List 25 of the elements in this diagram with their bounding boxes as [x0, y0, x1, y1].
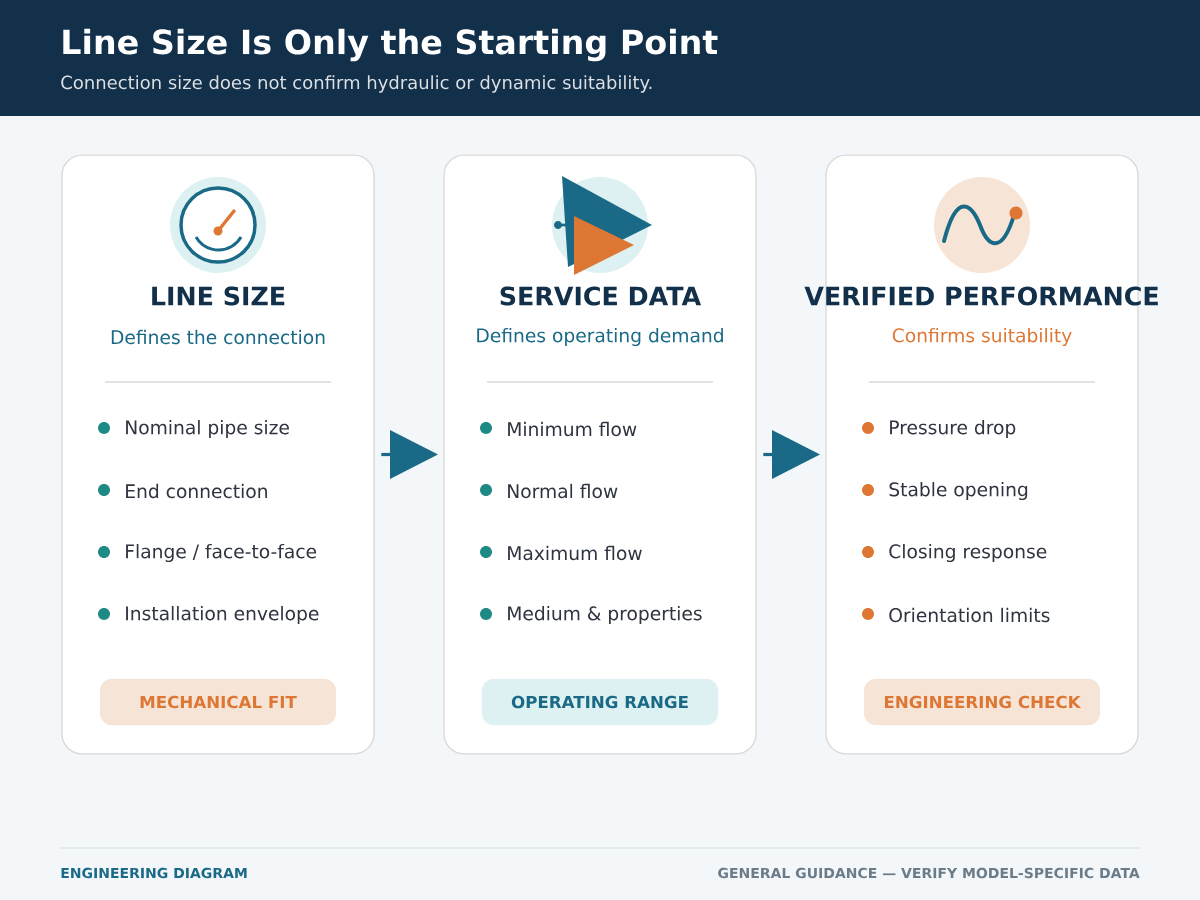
card-subheading: Defines the connection: [111, 329, 325, 345]
list-item: Maximum flow: [508, 545, 642, 561]
list-item: Installation envelope: [126, 606, 319, 625]
tag-badge: MECHANICAL FIT: [100, 678, 336, 726]
card-heading: SERVICE DATA: [500, 286, 702, 306]
tag-badge: ENGINEERING CHECK: [864, 678, 1100, 726]
card-subheading: Confirms suitability: [892, 328, 1072, 347]
footer-text: ENGINEERING DIAGRAM: [61, 867, 247, 879]
footer-text: GENERAL GUIDANCE — VERIFY MODEL-SPECIFIC DATA: [718, 867, 1140, 879]
title: Line Size Is Only the Starting Point: [63, 28, 718, 62]
list-item: Minimum flow: [508, 421, 637, 437]
card-heading: LINE SIZE: [152, 286, 285, 306]
list-item: Normal flow: [508, 483, 618, 499]
list-item: Medium & properties: [508, 606, 702, 625]
list-item: Pressure drop: [890, 420, 1016, 439]
list-item: Flange / face-to-face: [126, 544, 317, 563]
list-item: Stable opening: [889, 482, 1028, 501]
list-item: Nominal pipe size: [126, 420, 289, 439]
list-item: End connection: [126, 483, 267, 499]
list-item: Orientation limits: [889, 607, 1050, 623]
subtitle: Connection size does not confirm hydraulic or dynamic suitability.: [61, 75, 652, 93]
list-item: Closing response: [889, 544, 1047, 563]
tag-badge: OPERATING RANGE: [482, 678, 718, 726]
card-subheading: Defines operating demand: [477, 328, 723, 347]
card-heading: VERIFIED PERFORMANCE: [804, 286, 1158, 306]
